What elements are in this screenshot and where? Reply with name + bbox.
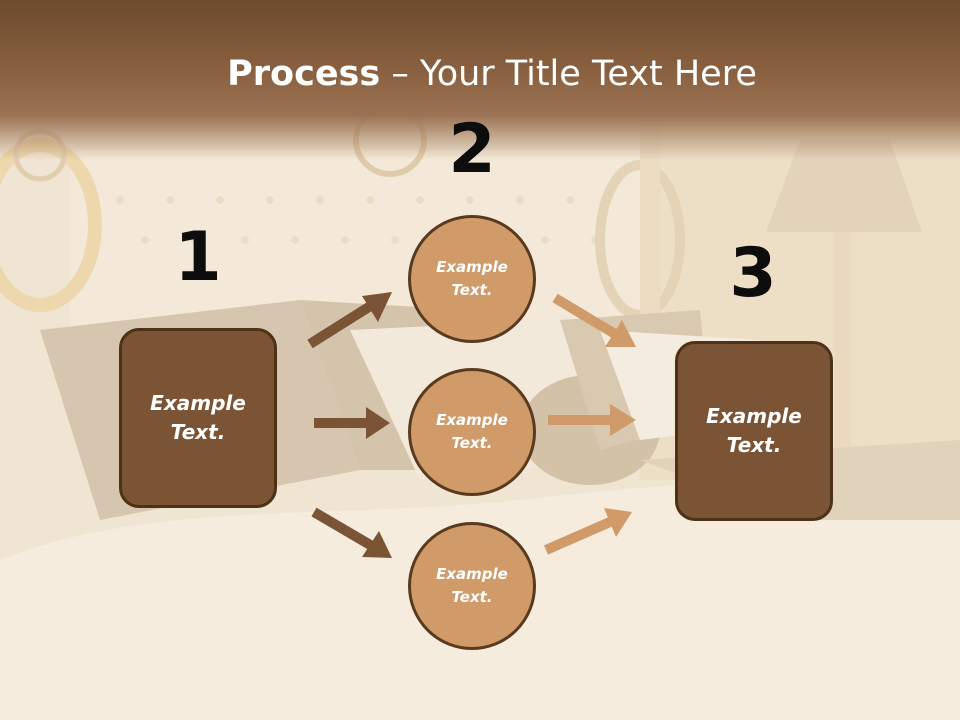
arrow-left-to-circle-2 [314, 407, 390, 439]
step-number-2: 2 [448, 110, 496, 189]
arrow-left-to-circle-1 [307, 292, 392, 349]
process-circle-3: Example Text. [408, 522, 536, 650]
arrow-circle-3-to-right [543, 508, 632, 555]
title-bold-part: Process [227, 54, 381, 94]
right-box-text: Example Text. [706, 404, 802, 457]
process-circle-1: Example Text. [408, 215, 536, 343]
step-number-3: 3 [729, 234, 777, 313]
circle-1-text: Example Text. [436, 258, 508, 299]
slide-title: Process – Your Title Text Here [0, 52, 960, 96]
circle-2-text: Example Text. [436, 411, 508, 452]
arrow-circle-2-to-right [548, 404, 636, 436]
step-number-1: 1 [174, 218, 222, 297]
arrow-circle-1-to-right [552, 293, 636, 347]
circle-3-text: Example Text. [436, 565, 508, 606]
right-process-box: Example Text. [675, 341, 833, 521]
process-circle-2: Example Text. [408, 368, 536, 496]
left-box-text: Example Text. [150, 391, 246, 444]
title-band [0, 0, 960, 160]
left-process-box: Example Text. [119, 328, 277, 508]
arrow-left-to-circle-3 [311, 507, 392, 558]
title-rest-part: – Your Title Text Here [380, 54, 757, 94]
